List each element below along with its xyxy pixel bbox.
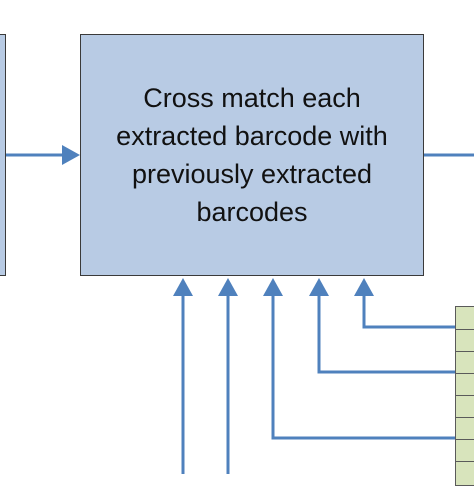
arrow-head-up-5 (354, 278, 374, 296)
table-row-divider (456, 461, 474, 462)
arrow-head-left (62, 145, 80, 165)
table-row-divider (456, 351, 474, 352)
cross-match-label: Cross match each extracted barcode with … (116, 83, 388, 227)
elbow-arrow-4 (317, 294, 455, 374)
table-row-divider (456, 417, 474, 418)
diagram-canvas: Cross match each extracted barcode with … (0, 34, 474, 486)
previous-step-box (0, 34, 6, 276)
arrow-head-up-2 (218, 278, 238, 296)
barcode-table (455, 306, 474, 486)
table-row-divider (456, 329, 474, 330)
elbow-arrow-3 (271, 294, 455, 440)
table-row-divider (456, 373, 474, 374)
cross-match-box: Cross match each extracted barcode with … (80, 34, 424, 276)
connector-arrows (6, 145, 474, 474)
arrow-head-up-3 (263, 278, 283, 296)
arrow-head-up-4 (309, 278, 329, 296)
table-row-divider (456, 439, 474, 440)
arrow-head-up-1 (173, 278, 193, 296)
elbow-arrow-5 (362, 294, 455, 329)
table-row-divider (456, 395, 474, 396)
